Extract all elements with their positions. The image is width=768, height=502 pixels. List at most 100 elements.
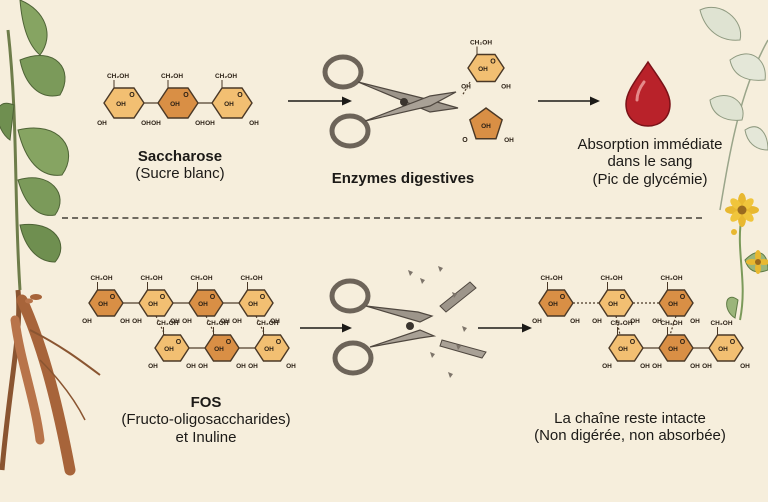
ring-ch2oh-label: CH₂OH [240,275,262,282]
arrow-head [522,323,532,333]
ring-oh-label: OH [198,363,208,370]
ring-oh-label: OH [501,84,511,91]
ring-oh-label: OH [248,363,258,370]
fos-title: FOS [190,394,222,411]
shard [430,352,435,358]
scissors-pivot [406,322,414,330]
ring-oh-label: OH [132,318,142,325]
ring-oh-label: OH [214,346,224,353]
ring-ch2oh-label: CH₂OH [256,320,278,327]
broken-scissors-icon [329,266,487,378]
ring-oh-label: OH [170,101,180,108]
intact-line2: (Non digérée, non absorbée) [534,427,726,445]
ring-ch2oh-label: CH₂OH [107,73,129,80]
ring-ch2oh-label: CH₂OH [140,275,162,282]
shard [456,344,461,350]
absorption-line3: (Pic de glycémie) [592,170,708,188]
ring-oh-label: OH [652,318,662,325]
ring-oh-label: OH [82,318,92,325]
ring-oxygen-label: O [730,339,736,346]
ring-oxygen-label: O [276,339,282,346]
ring-oxygen-label: O [260,294,266,301]
ring-ch2oh-label: CH₂OH [710,320,732,327]
ring-ch2oh-label: CH₂OH [156,320,178,327]
scissors-icon [322,54,459,149]
scissors-handle [322,54,364,90]
arrow-head [590,96,600,106]
ring-oh-label: OH [182,318,192,325]
ring-ch2oh-label: CH₂OH [600,275,622,282]
ring-oh-label: OH [98,301,108,308]
shard [452,292,457,298]
ring-ch2oh-label: CH₂OH [610,320,632,327]
ring-oxygen-label: O [110,294,116,301]
ring-oh-label: OH [195,120,205,127]
ring-oh-label: OH [602,363,612,370]
ring-oxygen-label: O [160,294,166,301]
ring-oh-label: OH [478,66,488,73]
arrow-scissors-to-intact [478,323,532,333]
absorption-line2: dans le sang [607,153,693,171]
ring-oh-label: OH [630,318,640,325]
ring-oxygen-label: O [630,339,636,346]
ring-oh-label: OH [702,363,712,370]
ring-oh-label: OH [461,84,471,91]
broken-blade-fragment [439,281,477,313]
ring-oh-label: OH [740,363,750,370]
ring-oh-label: OH [618,346,628,353]
saccharose-subtitle: (Sucre blanc) [135,165,225,183]
plant-root-icon [0,0,101,476]
ring-pentagon [469,107,503,140]
arrow-fos-to-scissors [300,323,352,333]
ring-oh-label: OH [718,346,728,353]
ring-oh-label: OH [148,301,158,308]
ring-oh-label: OH [608,301,618,308]
ring-oxygen-label: O [490,59,496,66]
saccharose-label: Saccharose (Sucre blanc) [120,148,240,183]
ring-oh-label: OH [264,346,274,353]
ring-ch2oh-label: CH₂OH [215,73,237,80]
ring-oh-label: OH [186,363,196,370]
ring-oh-label: OH [690,318,700,325]
absorption-line1: Absorption immédiate [577,136,723,153]
ring-oxygen-label: O [680,294,686,301]
glycosidic-bond [155,315,166,336]
ring-ch2oh-label: CH₂OH [540,275,562,282]
ring-oxygen-label: O [210,294,216,301]
ring-ch2oh-label: CH₂OH [470,40,492,47]
fos-line3: et Inuline [175,428,237,446]
ring-oh-label: OH [286,363,296,370]
ring-oh-label: OH [232,318,242,325]
shard [438,266,443,272]
arrow-head [342,96,352,106]
enzymes-label: Enzymes digestives [318,170,488,187]
herb-flower-icon [699,6,768,321]
scissors-handle [332,340,374,376]
shard [448,372,453,378]
scissors-handle [329,278,371,314]
scissors-blade [369,329,437,348]
ring-oxygen-label: O [620,294,626,301]
arrow-split-to-blood [538,96,600,106]
ring-oh-label: OH [120,318,130,325]
ring-oh-label: OH [148,363,158,370]
scissors-pivot [400,98,408,106]
ring-oxygen-label: O [680,339,686,346]
intact-line1: La chaîne reste intacte [554,410,706,427]
ring-oh-label: OH [690,363,700,370]
ring-ch2oh-label: CH₂OH [660,275,682,282]
ring-oh-label: OH [170,318,180,325]
